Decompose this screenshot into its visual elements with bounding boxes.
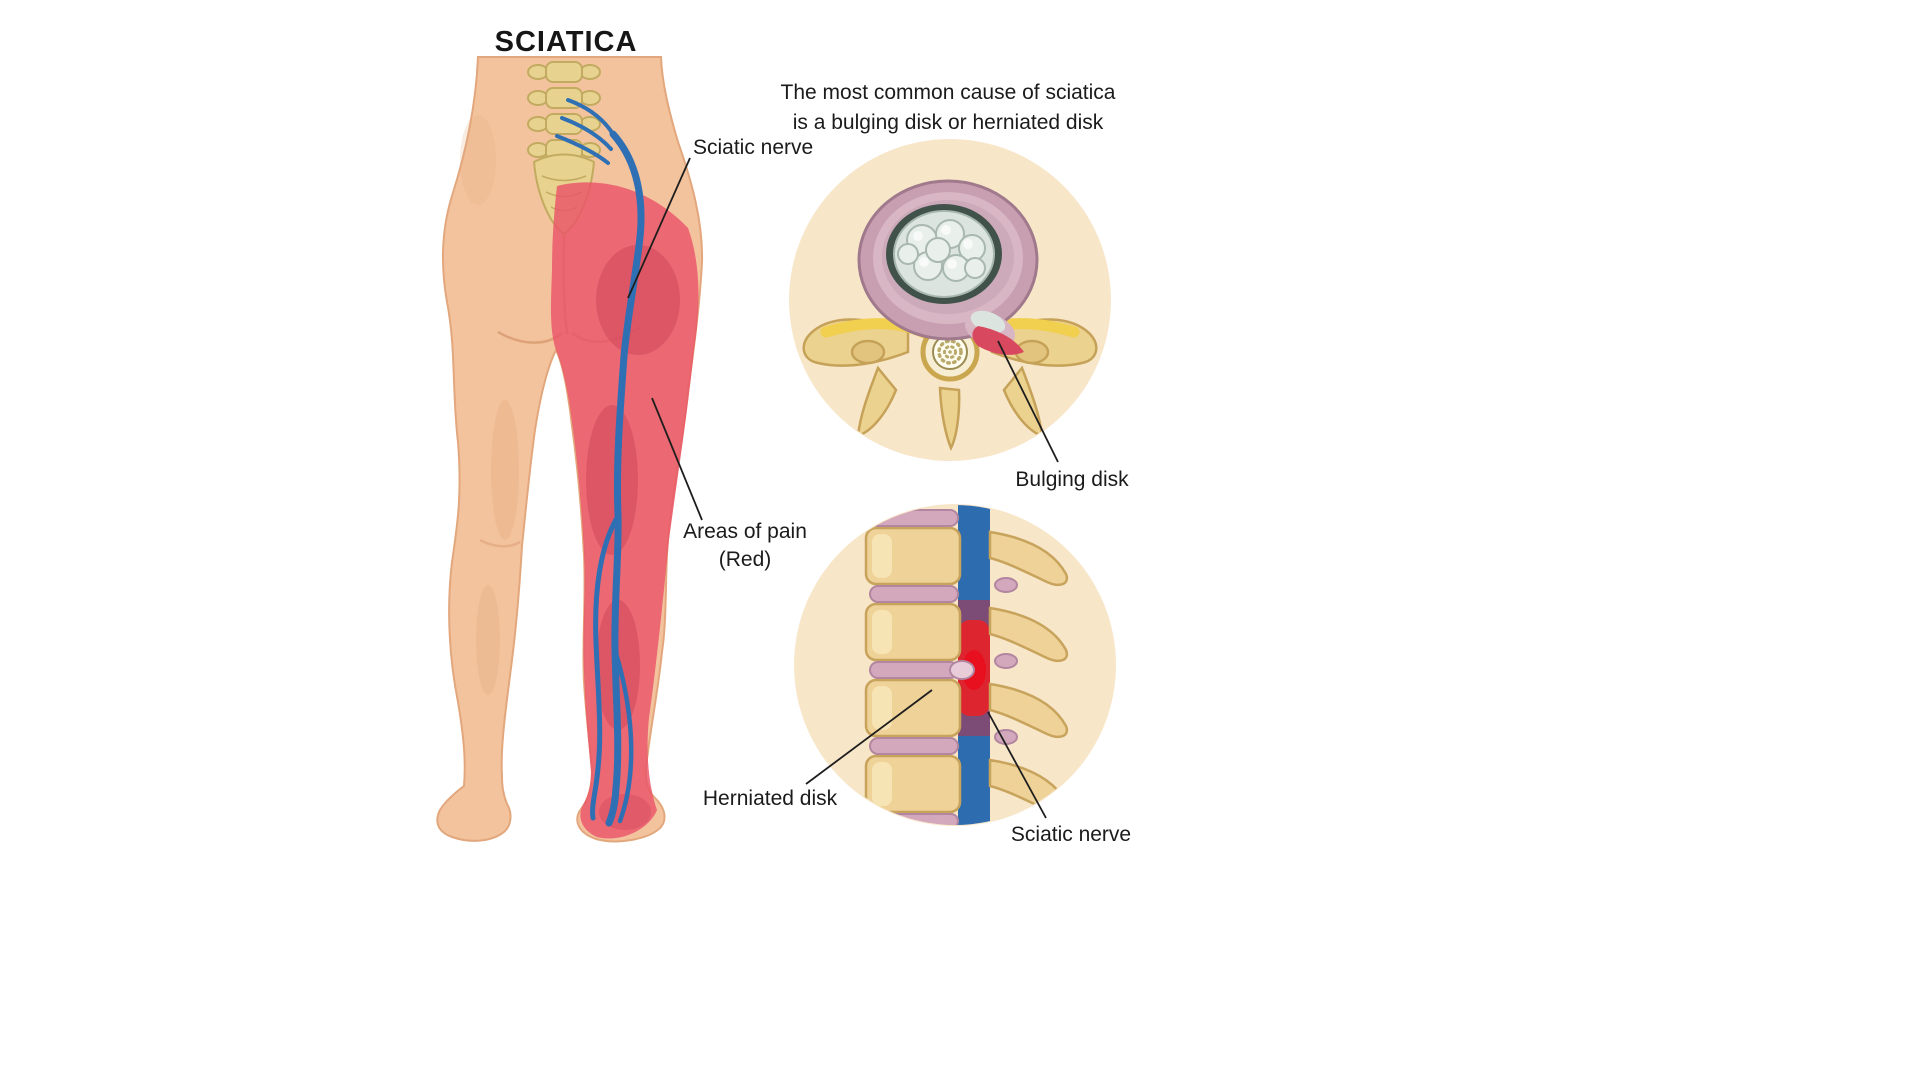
- label-areas-of-pain-line2: (Red): [718, 548, 772, 572]
- pointer-lines: [627, 157, 1059, 819]
- label-areas-of-pain-line1: Areas of pain: [683, 520, 807, 543]
- label-herniated-disk: Herniated disk: [702, 787, 838, 810]
- body-figure: [436, 56, 704, 843]
- spine-sacrum: [527, 61, 601, 236]
- pointer-sciatic-nerve-bottom: [987, 711, 1047, 819]
- herniation: [949, 650, 986, 690]
- pointer-areas-of-pain: [651, 397, 703, 521]
- page-title: SCIATICA: [494, 26, 638, 58]
- bulging-disk-inset: [789, 139, 1111, 461]
- label-sciatic-nerve-bottom: Sciatic nerve: [1010, 823, 1132, 846]
- pointer-bulging-disk: [997, 340, 1059, 463]
- pain-area: [550, 182, 699, 839]
- intro-line-1: The most common cause of sciatica: [780, 81, 1116, 104]
- label-areas-of-pain: Areas of pain (Red): [683, 518, 807, 575]
- disk-bulge: [964, 310, 1024, 355]
- intro-line-2: is a bulging disk or herniated disk: [792, 111, 1104, 135]
- pointer-herniated-disk: [805, 689, 933, 785]
- sciatic-nerve-path: [555, 98, 645, 827]
- intro-text: The most common cause of sciatica is a b…: [781, 78, 1116, 139]
- label-sciatic-nerve: Sciatic nerve: [693, 136, 814, 159]
- herniated-disk-inset: [794, 504, 1116, 826]
- label-bulging-disk: Bulging disk: [1015, 468, 1129, 491]
- pointer-sciatic-nerve: [627, 157, 691, 299]
